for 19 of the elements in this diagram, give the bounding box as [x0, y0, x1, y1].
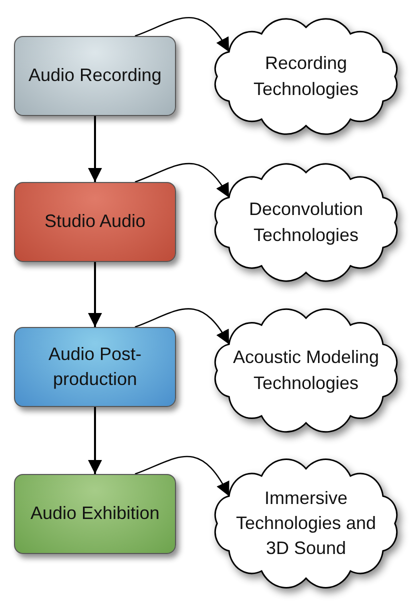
process-box	[14, 182, 176, 262]
node-text: Studio Audio	[44, 210, 146, 234]
arrow	[88, 116, 102, 182]
node-text: Audio Exhibition	[30, 502, 160, 526]
arrow	[134, 456, 230, 496]
arrow	[134, 163, 230, 198]
process-box	[14, 327, 176, 407]
arrow	[134, 308, 230, 345]
node-text: Immersive Technologies and 3D Sound	[234, 486, 378, 560]
node-text: Recording Technologies	[252, 52, 360, 101]
arrow	[88, 407, 102, 474]
node-text: Audio Recording	[28, 64, 162, 88]
arrow	[134, 17, 230, 52]
process-box	[14, 36, 176, 116]
node-text: Deconvolution Technologies	[248, 198, 364, 247]
process-box	[14, 474, 176, 554]
node-text: Acoustic Modeling Technologies	[232, 346, 380, 395]
arrow	[88, 262, 102, 327]
node-text: Audio Post-production	[47, 342, 143, 391]
